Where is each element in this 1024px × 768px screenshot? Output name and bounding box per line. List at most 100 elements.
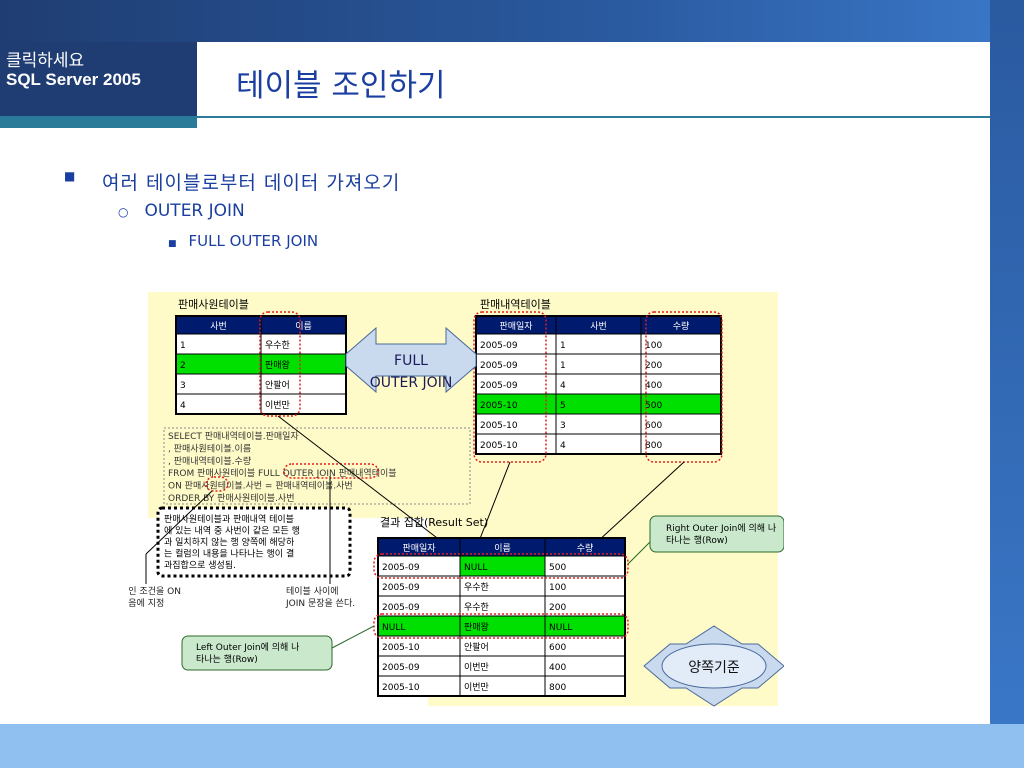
result-table-cell-text: NULL	[464, 563, 487, 573]
emp-table-cell-text: 2	[180, 361, 186, 371]
emp-table-cell-text: 이번만	[265, 400, 290, 411]
both-sides-label: 양쪽기준	[688, 660, 740, 676]
header-line2: SQL Server 2005	[6, 70, 141, 89]
result-table-header-text: 판매일자	[402, 543, 436, 554]
sales-table-cell-text: 500	[645, 401, 662, 411]
sales-table-cell-text: 2005-10	[480, 441, 518, 451]
callout-right-box	[649, 515, 785, 553]
right-banner	[990, 0, 1024, 750]
result-table-cell-text: 이번만	[464, 662, 489, 673]
emp-table-cell	[175, 353, 262, 375]
header-box: 클릭하세요 SQL Server 2005	[0, 42, 197, 116]
top-banner	[0, 0, 1024, 42]
sales-table-cell-text: 2005-10	[480, 401, 518, 411]
sales-table-cell-text: 1	[560, 361, 566, 371]
sales-table-cell-text: 200	[645, 361, 662, 371]
result-table-cell-text: 2005-09	[382, 663, 420, 673]
sales-table-cell-text: 800	[645, 441, 662, 451]
bullet-level2: ○OUTER JOIN	[118, 201, 245, 221]
arrow-label-line2: OUTER JOIN	[370, 375, 453, 391]
callout-right-pointer	[627, 541, 651, 565]
sales-table-cell-text: 4	[560, 441, 566, 451]
sql-line: SELECT 판매내역테이블.판매일자	[168, 431, 299, 442]
sales-date-highlight	[473, 311, 547, 463]
sales-table-cell-text: 2005-09	[480, 361, 518, 371]
right-join-row-highlight	[373, 553, 629, 579]
explain-line: 는 컬럼의 내용을 나타나는 행이 결	[164, 548, 294, 560]
sql-on-highlight	[205, 476, 229, 492]
explain-line: 판매사원테이블과 판매내역 테이블	[164, 514, 294, 525]
result-table-header-text: 이름	[494, 543, 511, 554]
result-table-cell-text: NULL	[382, 623, 405, 633]
result-table-cell-text: 2005-10	[382, 643, 420, 653]
bullet-level3: ■ FULL OUTER JOIN	[168, 232, 318, 250]
result-table-cell-text: 2005-09	[382, 603, 420, 613]
sales-table-cell	[555, 333, 642, 355]
result-table-cell-text: 우수한	[464, 582, 489, 593]
sales-table-header-text: 수량	[673, 320, 690, 332]
both-sides-center	[661, 643, 767, 689]
sales-table-cell-text: 5	[560, 401, 566, 411]
emp-table-header-text: 사번	[210, 321, 227, 332]
header-accent	[0, 116, 197, 128]
result-table-cell-text: 안팔어	[464, 641, 489, 653]
result-table-cell-text: 400	[549, 663, 566, 673]
callout-left-pointer	[331, 625, 375, 649]
emp-table-cell-text: 3	[180, 381, 186, 391]
sales-table-cell	[555, 413, 642, 435]
sql-box	[163, 427, 471, 505]
connector-emp-result	[277, 415, 459, 555]
callout-left-line: 타나는 행(Row)	[196, 653, 258, 665]
result-table-cell-text: 2005-09	[382, 583, 420, 593]
bullet-level1-text: 여러 테이블로부터 데이터 가져오기	[102, 172, 401, 194]
sql-line: , 판매사원테이블.이름	[168, 443, 251, 454]
sales-table-caption: 판매내역테이블	[480, 298, 551, 311]
sales-table-border	[475, 315, 722, 455]
callout-right-line: Right Outer Join에 의해 나	[666, 523, 776, 534]
sales-table-cell	[555, 433, 642, 455]
sql-join-highlight	[283, 463, 379, 479]
emp-table-cell-text: 1	[180, 341, 186, 351]
callout-left-box	[181, 635, 333, 671]
result-table-cell-text: 2005-10	[382, 683, 420, 693]
sql-line: FROM 판매사원테이블 FULL OUTER JOIN 판매내역테이블	[168, 468, 397, 479]
sales-table-cell	[555, 393, 642, 415]
result-table-cell-text: 이번만	[464, 682, 489, 693]
result-table-cell-text: 800	[549, 683, 566, 693]
explain-line: 과집합으로 생성됨.	[164, 559, 236, 571]
result-table-cell-text: 200	[549, 603, 566, 613]
header-line1: 클릭하세요	[6, 51, 85, 71]
sql-line: ON 판매사원테이블.사번 = 판매내역테이블.사번	[168, 481, 353, 492]
bullet-level3-text: FULL OUTER JOIN	[188, 232, 319, 250]
slide-title: 테이블 조인하기	[236, 68, 446, 104]
sales-table-cell-text: 400	[645, 381, 662, 391]
result-table-border	[377, 537, 626, 697]
sales-table-cell-text: 2005-09	[480, 341, 518, 351]
emp-table-cell	[175, 333, 262, 355]
callout-right-line: 타나는 행(Row)	[666, 534, 728, 546]
emp-table-cell-text: 안팔어	[265, 379, 290, 391]
note-mid-line: JOIN 문장을 쓴다.	[285, 598, 355, 609]
result-table-cell-text: 600	[549, 643, 566, 653]
sales-table-cell	[555, 353, 642, 375]
emp-table-cell-text: 4	[180, 401, 186, 411]
explain-line: 과 일치하지 않는 행 양쪽에 해당하	[164, 536, 295, 548]
sales-table-header-text: 사번	[590, 321, 607, 332]
sales-table-cell-text: 3	[560, 421, 566, 431]
sales-table-cell-text: 1	[560, 341, 566, 351]
note-mid-line: 테이블 사이에	[286, 586, 339, 597]
result-caption: 결과 집합(Result Set)	[380, 516, 488, 529]
callout-left-line: Left Outer Join에 의해 나	[196, 642, 299, 653]
result-table-header-text: 수량	[577, 542, 594, 554]
emp-table-caption: 판매사원테이블	[178, 298, 249, 311]
sales-table-cell-text: 100	[645, 341, 662, 351]
note-left-line: 다음에 지정	[128, 598, 164, 609]
sql-line: ORDER BY 판매사원테이블.사번	[168, 493, 295, 504]
result-table-cell-text: 500	[549, 563, 566, 573]
square-bullet-icon: ■	[168, 239, 177, 249]
connector-on	[145, 490, 213, 555]
bottom-banner	[0, 724, 1024, 768]
emp-table-cell-text: 판매왕	[265, 360, 290, 371]
emp-table-cell	[175, 373, 262, 395]
